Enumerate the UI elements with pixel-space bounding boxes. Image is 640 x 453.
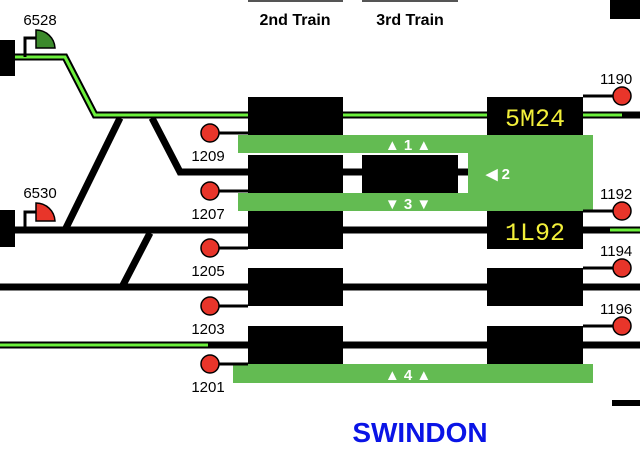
platform-2-label: ◀ 2 xyxy=(485,166,510,183)
header-rule xyxy=(248,0,343,2)
platform-4[interactable] xyxy=(233,364,593,383)
route-set xyxy=(0,55,640,347)
signal-label-1194: 1194 xyxy=(600,243,632,260)
signal-label-1201: 1201 xyxy=(191,379,224,396)
header-2nd-train: 2nd Train xyxy=(259,12,330,29)
platform-4-label: ▲ 4 ▲ xyxy=(385,367,431,384)
platform-3-label: ▼ 3 ▼ xyxy=(385,196,431,213)
berth-5m24 xyxy=(487,97,583,135)
signal-label-1196: 1196 xyxy=(600,301,632,318)
header-3rd-train: 3rd Train xyxy=(376,12,444,29)
header-rule xyxy=(362,0,458,2)
signal-red-icon xyxy=(35,202,56,222)
signal-label-1203: 1203 xyxy=(191,321,224,338)
signal-1203-red-icon[interactable] xyxy=(200,296,220,316)
headcode-5m24[interactable]: 5M24 xyxy=(505,105,565,134)
signal-1207-red-icon[interactable] xyxy=(200,181,220,201)
signal-green-icon xyxy=(35,29,56,49)
signal-label-1207: 1207 xyxy=(191,206,224,223)
signal-1194-red-icon[interactable] xyxy=(612,258,632,278)
buffer-stop xyxy=(610,0,640,19)
signal-1192-red-icon[interactable] xyxy=(612,201,632,221)
track-stub xyxy=(612,400,640,406)
signal-label-1190: 1190 xyxy=(600,71,632,88)
platform-1-label: ▲ 1 ▲ xyxy=(385,137,431,154)
track-circuits xyxy=(0,40,583,364)
shunt-signal-6530[interactable]: 6530 xyxy=(23,185,57,230)
shunt-signal-6528[interactable]: 6528 xyxy=(23,12,57,57)
signal-1201-red-icon[interactable] xyxy=(200,354,220,374)
headcode-1l92[interactable]: 1L92 xyxy=(505,219,565,248)
signal-label-1205: 1205 xyxy=(191,263,224,280)
signal-id: 6530 xyxy=(23,185,56,202)
signal-id: 6528 xyxy=(23,12,56,29)
signal-label-1192: 1192 xyxy=(600,186,632,203)
berth-1l92 xyxy=(487,211,583,249)
signal-label-1209: 1209 xyxy=(191,148,224,165)
signal-1205-red-icon[interactable] xyxy=(200,238,220,258)
platform-3[interactable] xyxy=(238,193,593,211)
signal-1190-red-icon[interactable] xyxy=(612,86,632,106)
station-name: SWINDON xyxy=(352,417,487,448)
signal-1209-red-icon[interactable] xyxy=(200,123,220,143)
signal-1196-red-icon[interactable] xyxy=(612,316,632,336)
